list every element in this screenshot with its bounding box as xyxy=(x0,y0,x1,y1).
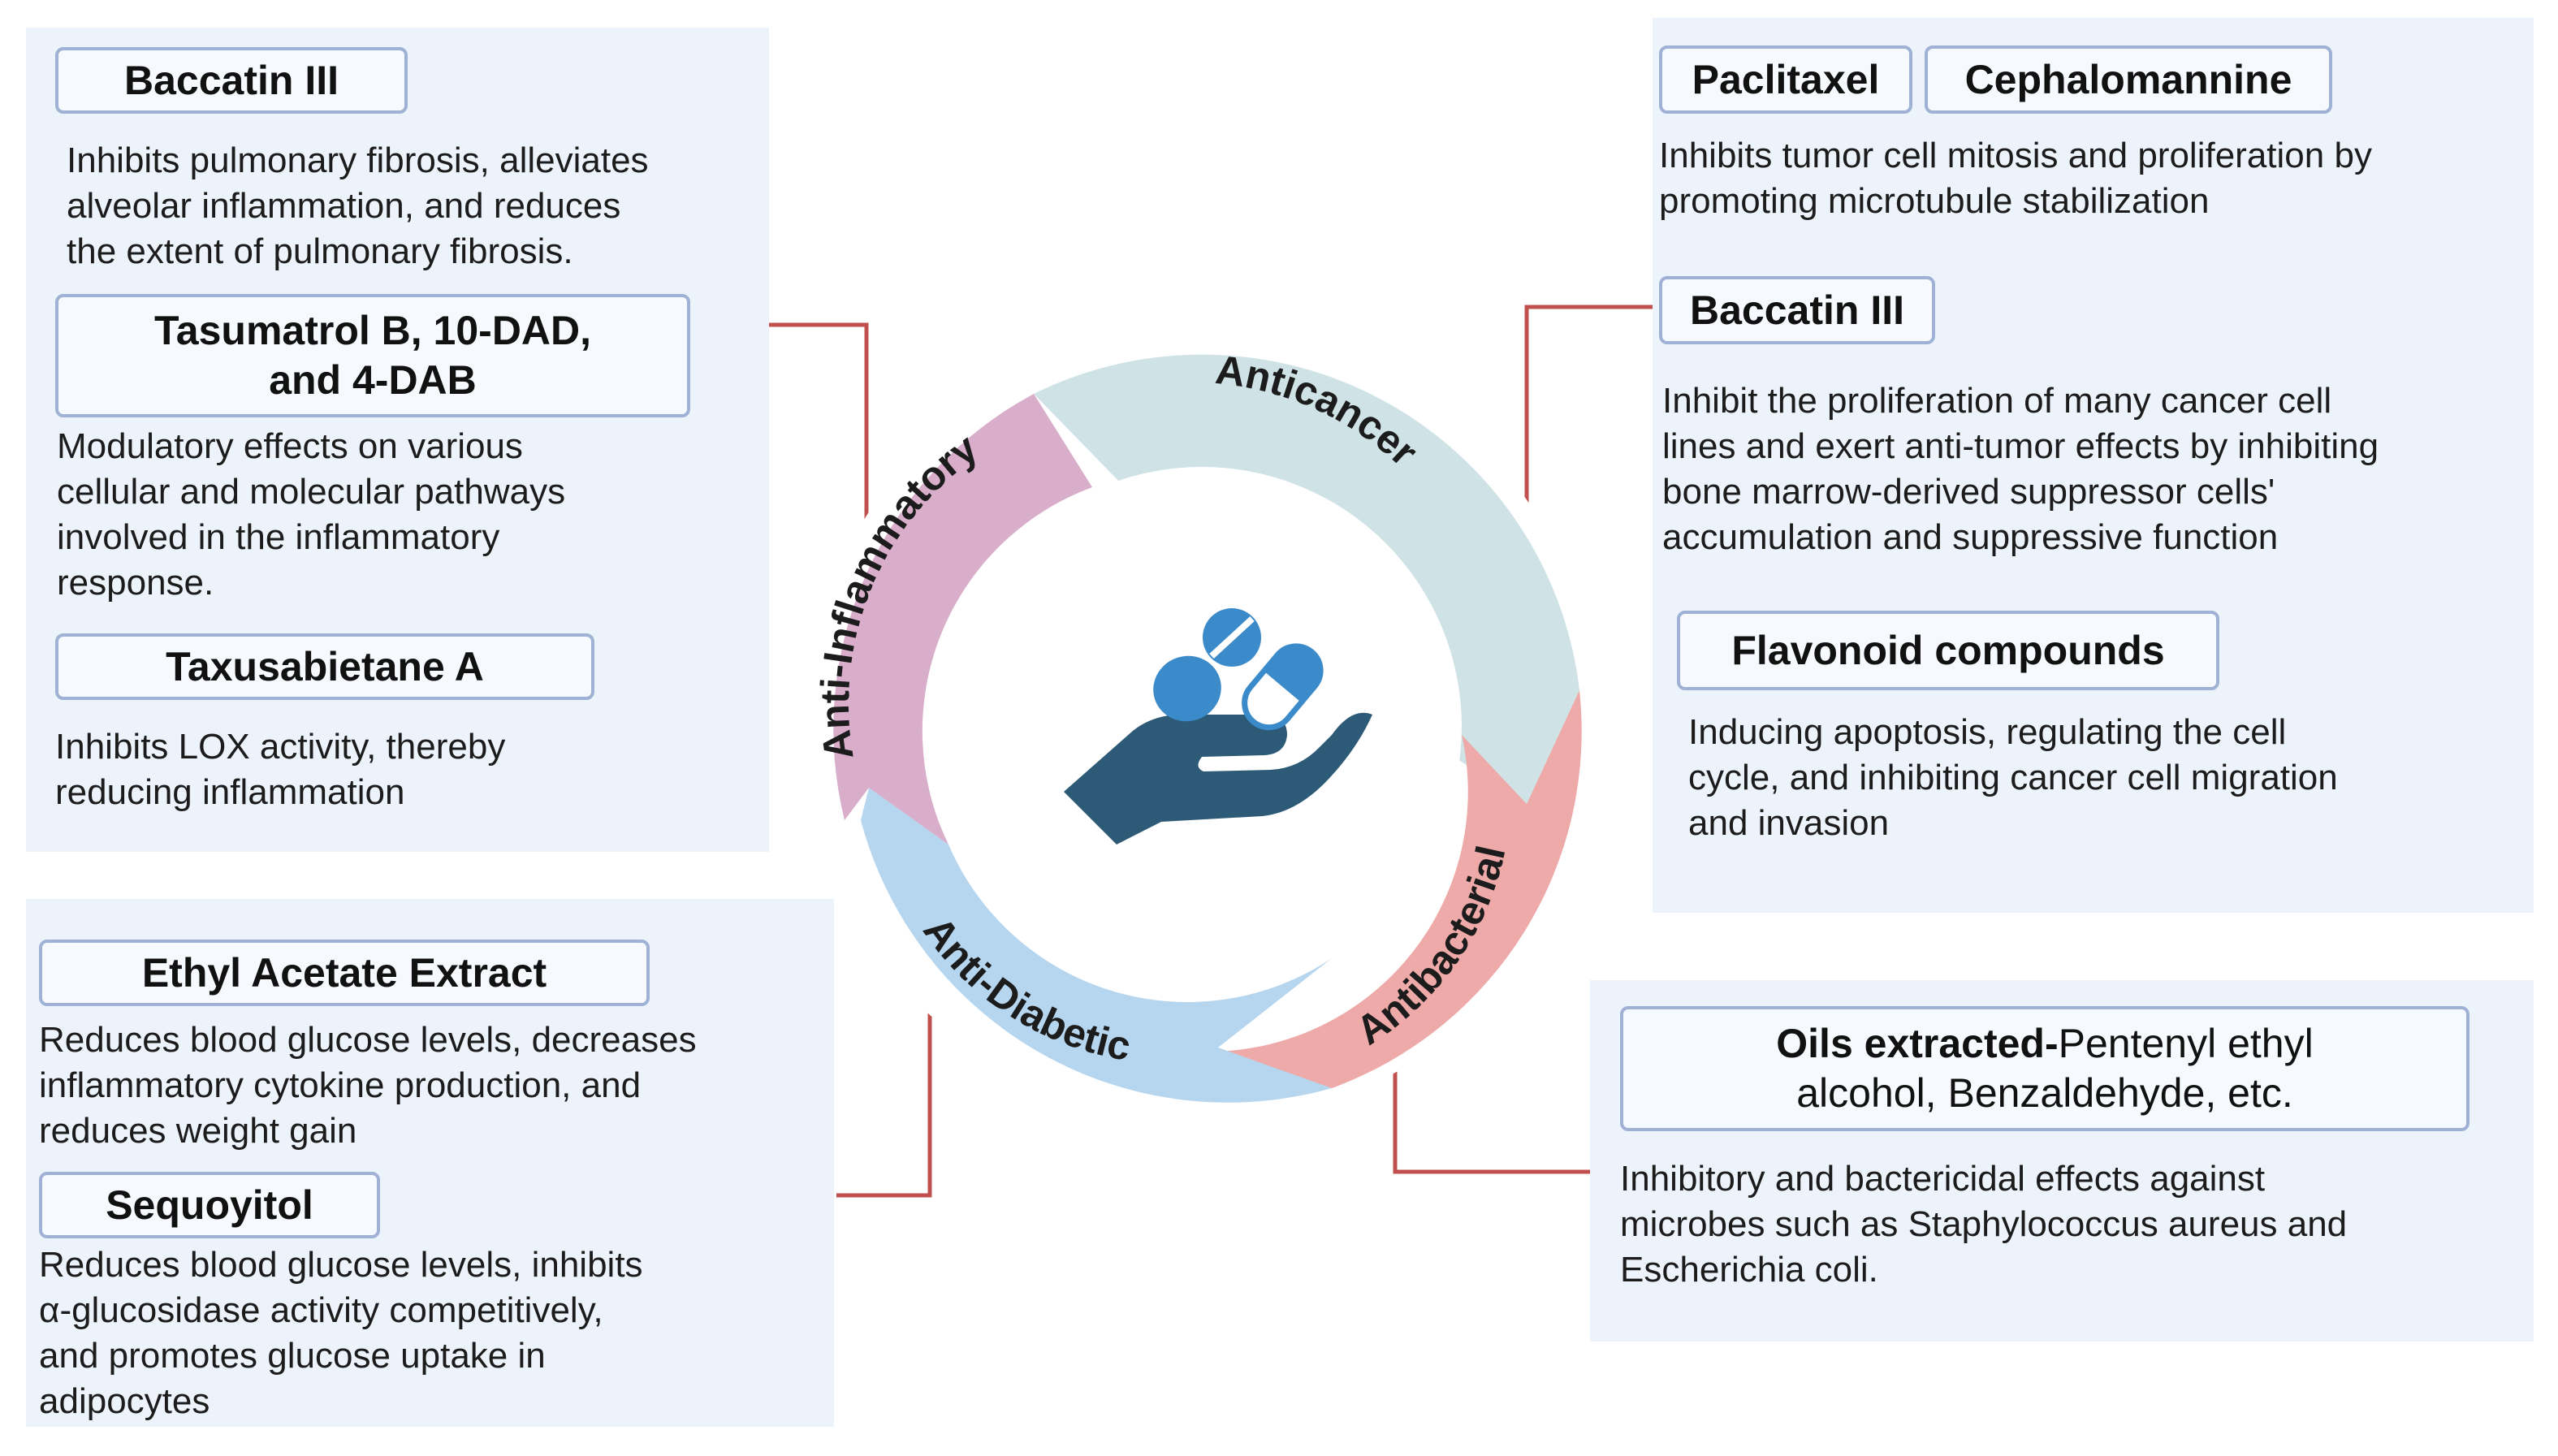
ethyl-acetate-extract-label: Ethyl Acetate Extract xyxy=(39,940,650,1006)
segment-anticancer xyxy=(1034,354,1579,804)
anticancer-panel xyxy=(1653,18,2534,913)
oils-extracted-line2: alcohol, Benzaldehyde, etc. xyxy=(1796,1070,2293,1116)
segment-anti-diabetic xyxy=(861,788,1332,1103)
anti-inflammatory-panel xyxy=(26,28,769,852)
sequoyitol-label: Sequoyitol xyxy=(39,1172,380,1238)
oils-extracted-bold: Oils extracted- xyxy=(1776,1021,2059,1066)
oils-extracted-line1: Oils extracted-Pentenyl ethyl xyxy=(1776,1019,2313,1069)
segment-antibacterial xyxy=(1210,690,1582,1088)
baccatin-iii-description: Inhibits pulmonary fibrosis, alleviates … xyxy=(67,140,649,271)
ethyl-acetate-extract-description: Reduces blood glucose levels, decreases … xyxy=(39,1020,697,1151)
sequoyitol-description: Reduces blood glucose levels, inhibits α… xyxy=(39,1245,643,1421)
taxusabietane-a-description: Inhibits LOX activity, thereby reducing … xyxy=(55,727,506,812)
baccatin-iii-anticancer-label: Baccatin III xyxy=(1659,276,1935,344)
oils-extracted-label: Oils extracted-Pentenyl ethyl alcohol, B… xyxy=(1620,1006,2469,1131)
segment-anti-inflammatory xyxy=(833,394,1092,845)
tasumatrol-description: Modulatory effects on various cellular a… xyxy=(57,426,566,603)
flavonoid-compounds-label: Flavonoid compounds xyxy=(1677,611,2219,690)
hand-with-pills-icon xyxy=(1064,608,1372,845)
paclitaxel-description: Inhibits tumor cell mitosis and prolifer… xyxy=(1659,136,2372,221)
cephalomannine-label: Cephalomannine xyxy=(1925,45,2332,114)
baccatin-iii-label: Baccatin III xyxy=(55,47,408,114)
taxusabietane-a-label: Taxusabietane A xyxy=(55,633,594,700)
paclitaxel-label: Paclitaxel xyxy=(1659,45,1912,114)
baccatin-iii-anticancer-description: Inhibit the proliferation of many cancer… xyxy=(1662,381,2379,557)
flavonoid-compounds-description: Inducing apoptosis, regulating the cell … xyxy=(1688,712,2338,843)
oils-extracted-rest: Pentenyl ethyl xyxy=(2058,1021,2314,1066)
oils-extracted-description: Inhibitory and bactericidal effects agai… xyxy=(1620,1159,2348,1290)
tasumatrol-label: Tasumatrol B, 10-DAD, and 4-DAB xyxy=(55,294,690,417)
